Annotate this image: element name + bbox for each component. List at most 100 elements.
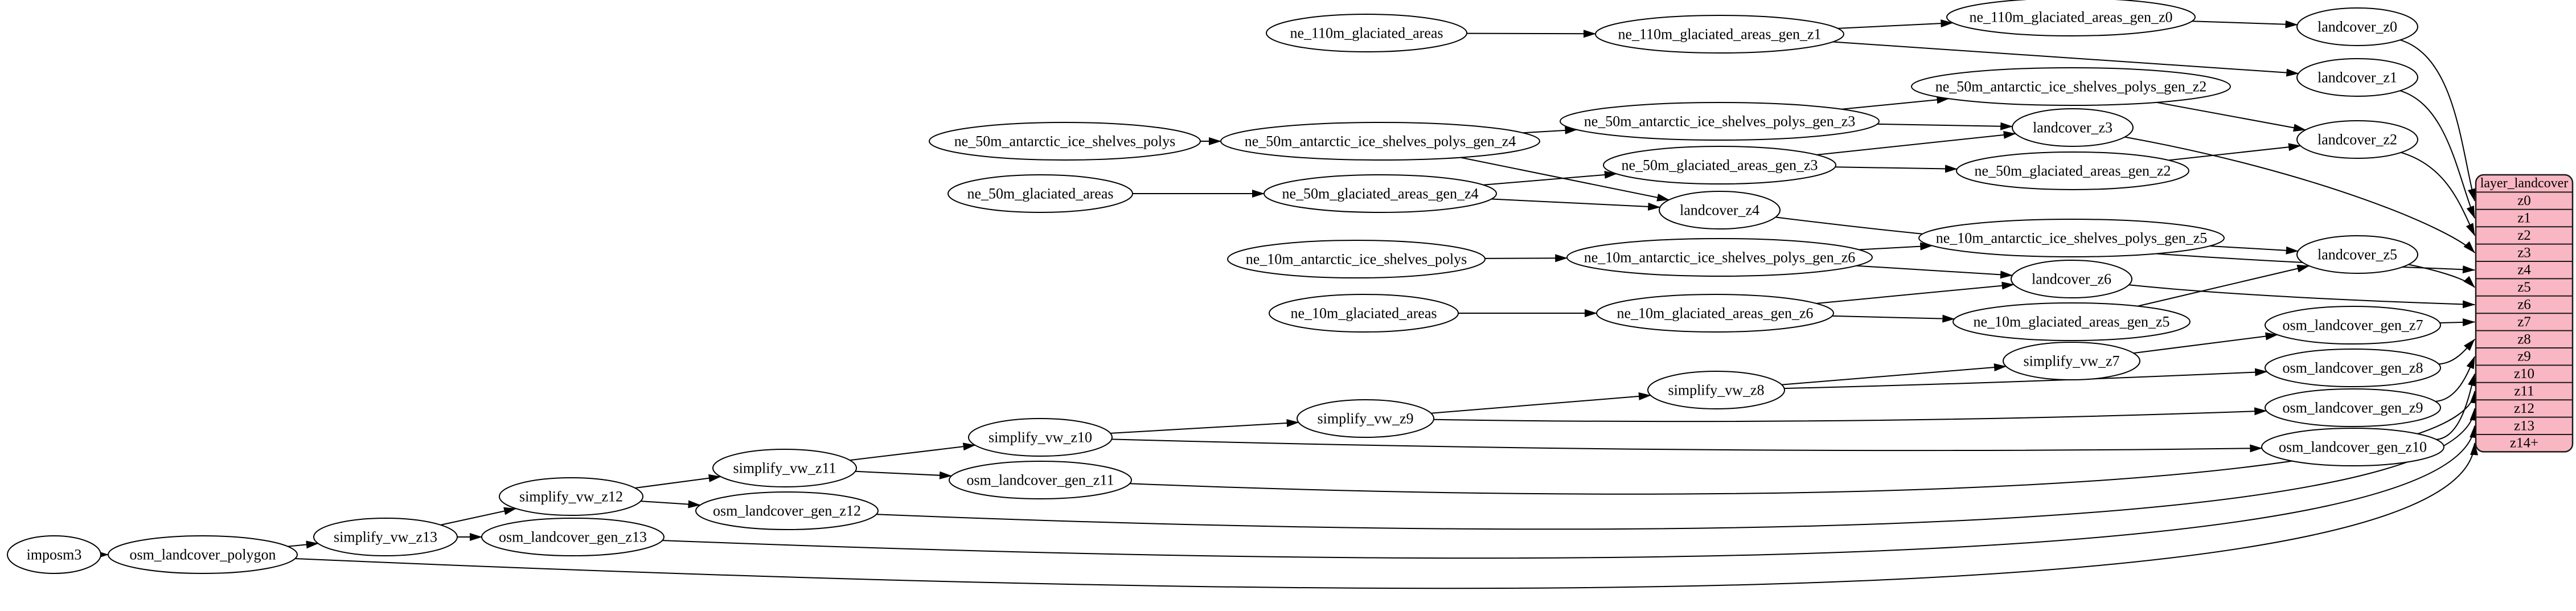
graph-node-ne_50m_glaciated_areas_gen_z4: ne_50m_glaciated_areas_gen_z4 [1264,174,1497,213]
node-label: simplify_vw_z11 [733,460,836,477]
table-row-z2: z2 [2517,228,2531,243]
table-row-label: z1 [2517,211,2531,226]
edge-osm_landcover_polygon-to-row-z14+ [295,442,2478,589]
node-label: osm_landcover_polygon [129,547,276,563]
edge-ne_10m_glaciated_areas_gen_z6-to-landcover_z6 [1816,281,2015,304]
node-label: simplify_vw_z10 [988,429,1092,446]
graph-node-landcover_z6: landcover_z6 [2011,260,2132,298]
table-row-label: z12 [2514,401,2534,416]
graph-node-ne_10m_glaciated_areas_gen_z5: ne_10m_glaciated_areas_gen_z5 [1952,302,2191,341]
node-label: osm_landcover_gen_z7 [2283,317,2423,334]
edge-osm_landcover_gen_z9-to-row-z9 [2435,356,2475,402]
node-ellipse [2261,428,2444,466]
node-ellipse [1956,151,2189,190]
edge-layer [96,19,2478,589]
edge-simplify_vw_z7-to-osm_landcover_gen_z7 [2133,332,2278,354]
node-label: landcover_z1 [2317,69,2397,86]
node-ellipse [968,418,1113,457]
table-row-z6: z6 [2517,297,2531,313]
edge-osm_landcover_polygon-to-simplify_vw_z13 [288,540,319,549]
edge-osm_landcover_gen_z7-to-row-z7 [2439,318,2475,326]
node-label: ne_10m_antarctic_ice_shelves_polys_gen_z… [1936,230,2208,247]
graph-node-ne_10m_glaciated_areas_gen_z6: ne_10m_glaciated_areas_gen_z6 [1596,294,1834,333]
node-ellipse [1264,174,1497,213]
node-label: ne_50m_antarctic_ice_shelves_polys_gen_z… [1935,79,2207,95]
graph-node-ne_110m_glaciated_areas_gen_z1: ne_110m_glaciated_areas_gen_z1 [1595,15,1844,54]
edge-landcover_z1-to-row-z1 [2399,90,2475,219]
node-ellipse [1647,371,1785,409]
edge-simplify_vw_z10-to-simplify_vw_z9 [1110,419,1299,434]
table-row-z0: z0 [2517,193,2531,208]
node-label: osm_landcover_gen_z11 [967,472,1114,489]
node-ellipse [1918,219,2225,257]
node-label: landcover_z4 [1680,202,1759,219]
edge-ne_50m_glaciated_areas_gen_z3-to-landcover_z3 [1816,130,2016,155]
table-row-label: z5 [2517,280,2531,295]
graph-node-landcover_z2: landcover_z2 [2296,120,2418,159]
node-ellipse [1603,146,1836,184]
table-row-label: z2 [2517,228,2531,243]
edge-ne_10m_antarctic_ice_shelves_polys-to-ne_10m_antarctic_ice_shelves_polys_gen_z6 [1484,254,1568,263]
edge-landcover_z0-to-row-z0 [2400,39,2476,202]
edge-landcover_z4-to-row-z4 [1775,216,2475,274]
node-ellipse [481,518,664,556]
edge-ne_50m_glaciated_areas_gen_z3-to-ne_50m_glaciated_areas_gen_z2 [1835,165,1958,173]
node-ellipse [1659,191,1781,229]
node-label: ne_50m_glaciated_areas_gen_z2 [1974,163,2171,179]
node-ellipse [2012,108,2134,147]
graph-node-ne_50m_antarctic_ice_shelves_polys: ne_50m_antarctic_ice_shelves_polys [929,122,1201,161]
edge-ne_10m_antarctic_ice_shelves_polys_gen_z6-to-landcover_z6 [1856,265,2013,279]
edge-osm_landcover_gen_z8-to-row-z8 [2438,339,2475,365]
table-row-z8: z8 [2517,331,2531,347]
table-row-z9: z9 [2517,349,2531,364]
table-row-label: z3 [2517,245,2531,260]
node-label: ne_110m_glaciated_areas_gen_z1 [1618,26,1821,43]
graph-node-osm_landcover_gen_z10: osm_landcover_gen_z10 [2261,428,2444,466]
node-ellipse [1566,238,1873,277]
edge-ne_10m_antarctic_ice_shelves_polys_gen_z5-to-landcover_z5 [2209,245,2299,255]
edge-osm_landcover_gen_z13-to-row-z13 [662,425,2477,559]
node-label: osm_landcover_gen_z8 [2283,360,2423,376]
edge-simplify_vw_z9-to-osm_landcover_gen_z9 [1433,407,2267,423]
graph-node-simplify_vw_z7: simplify_vw_z7 [2003,342,2140,380]
layer-table: layer_landcoverz0z1z2z3z4z5z6z7z8z9z10z1… [2475,174,2574,453]
graph-node-simplify_vw_z10: simplify_vw_z10 [968,418,1113,457]
edge-ne_10m_glaciated_areas_gen_z5-to-landcover_z5 [2138,264,2310,307]
edge-ne_110m_glaciated_areas_gen_z1-to-landcover_z1 [1832,41,2299,77]
node-label: ne_10m_glaciated_areas_gen_z6 [1617,305,1813,322]
graph-node-ne_10m_antarctic_ice_shelves_polys_gen_z6: ne_10m_antarctic_ice_shelves_polys_gen_z… [1566,238,1873,277]
node-ellipse [1952,302,2191,341]
node-label: osm_landcover_gen_z10 [2279,439,2427,456]
edge-simplify_vw_z10-to-osm_landcover_gen_z10 [1111,438,2263,453]
node-ellipse [1220,122,1540,161]
node-label: osm_landcover_gen_z9 [2283,400,2423,416]
node-label: landcover_z3 [2033,120,2113,136]
node-ellipse [1595,15,1844,54]
node-ellipse [1266,14,1467,52]
edge-simplify_vw_z11-to-osm_landcover_gen_z11 [855,470,952,479]
node-ellipse [947,174,1133,213]
edge-simplify_vw_z9-to-simplify_vw_z8 [1431,392,1651,414]
graph-node-osm_landcover_gen_z13: osm_landcover_gen_z13 [481,518,664,556]
node-label: ne_10m_glaciated_areas [1291,305,1437,322]
table-row-label: z4 [2517,263,2531,278]
graph-node-ne_10m_antarctic_ice_shelves_polys: ne_10m_antarctic_ice_shelves_polys [1227,240,1486,278]
table-row-z5: z5 [2517,280,2531,295]
table-row-label: z0 [2517,193,2531,208]
node-label: landcover_z2 [2317,132,2397,148]
node-label: ne_50m_glaciated_areas [967,186,1114,202]
graph-node-landcover_z3: landcover_z3 [2012,108,2134,147]
edge-ne_50m_antarctic_ice_shelves_polys_gen_z2-to-landcover_z2 [2156,101,2306,132]
node-ellipse [2003,342,2140,380]
node-label: ne_10m_glaciated_areas_gen_z5 [1973,314,2169,330]
edge-ne_50m_antarctic_ice_shelves_polys_gen_z4-to-ne_50m_antarctic_ice_shelves_polys_gen_z3 [1523,126,1578,134]
table-row-label: z13 [2514,418,2534,433]
graph-node-osm_landcover_gen_z8: osm_landcover_gen_z8 [2265,348,2441,387]
graph-node-simplify_vw_z11: simplify_vw_z11 [712,449,857,487]
node-label: ne_50m_glaciated_areas_gen_z3 [1621,157,1818,174]
edge-ne_50m_glaciated_areas_gen_z2-to-landcover_z2 [2168,143,2302,161]
table-row-label: z11 [2514,384,2534,399]
graph-node-ne_10m_antarctic_ice_shelves_polys_gen_z5: ne_10m_antarctic_ice_shelves_polys_gen_z… [1918,219,2225,257]
